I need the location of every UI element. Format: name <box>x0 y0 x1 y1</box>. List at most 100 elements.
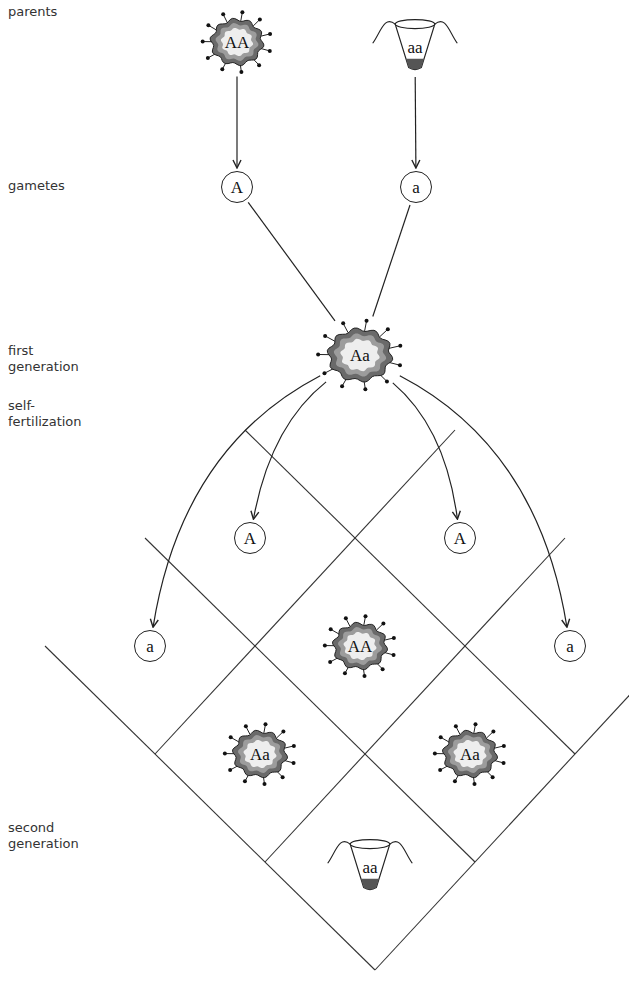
cup-shade <box>361 879 379 890</box>
gamete-circle: A <box>234 522 266 554</box>
stage-label: gametes <box>8 178 98 194</box>
flower-center <box>454 740 487 768</box>
cup-shade <box>406 59 424 70</box>
flower-center <box>340 339 379 371</box>
flower-center <box>244 740 277 768</box>
descent-arrow <box>415 77 417 167</box>
stage-label: first generation <box>8 343 98 374</box>
genotype-text: aa <box>362 859 377 876</box>
flower-shade <box>334 333 386 376</box>
tendril <box>328 842 351 864</box>
cup-body <box>395 24 435 69</box>
antenna-dot <box>341 321 345 325</box>
genotype-text: a <box>566 638 574 655</box>
genotype-text: aa <box>407 39 422 56</box>
gamete-circle: a <box>554 630 586 662</box>
antenna-dot <box>344 616 348 620</box>
organism-flower <box>433 722 506 786</box>
antenna-dot <box>328 660 332 664</box>
fusion-line <box>373 205 410 317</box>
descent-arrow <box>254 382 327 518</box>
antenna-dot <box>439 735 443 739</box>
antenna-dot <box>229 735 233 739</box>
antenna-dot <box>281 775 285 779</box>
genotype-text: A <box>231 179 243 196</box>
antenna-dot <box>381 621 385 625</box>
flower-organism: Aa <box>310 315 410 395</box>
antenna-dot <box>433 752 437 756</box>
antenna-dot <box>268 32 272 36</box>
antenna-dot <box>221 12 225 16</box>
antenna-dot <box>363 674 367 678</box>
antenna-dot <box>322 371 326 375</box>
antenna-dot <box>453 779 457 783</box>
antenna-dot <box>363 387 367 391</box>
genotype-text: A <box>454 530 466 547</box>
stage-label: second generation <box>8 820 98 851</box>
antenna-dot <box>340 384 344 388</box>
genotype-text: Aa <box>460 746 480 763</box>
antenna-dot <box>323 644 327 648</box>
gamete-circle: A <box>444 522 476 554</box>
antenna-dot <box>281 729 285 733</box>
gamete-circle: A <box>221 171 253 203</box>
flower-center <box>344 632 377 660</box>
stage-label: parents <box>8 4 98 20</box>
antenna-dot <box>243 779 247 783</box>
flower-organism: AA <box>196 7 278 77</box>
genotype-text: a <box>146 638 154 655</box>
antenna-dot <box>240 10 244 14</box>
tendril <box>435 22 458 44</box>
antenna-dot <box>268 49 272 53</box>
antenna-dot <box>343 671 347 675</box>
antenna-dot <box>329 627 333 631</box>
genotype-text: Aa <box>250 746 270 763</box>
grid-line <box>45 646 375 970</box>
flower-body <box>210 18 264 65</box>
tendril <box>373 22 396 44</box>
flower-body <box>333 622 388 669</box>
antenna-dot <box>392 653 396 657</box>
antenna-dot <box>239 70 243 74</box>
antenna-dot <box>381 667 385 671</box>
flower-center <box>221 28 253 56</box>
antenna-dot <box>257 63 261 67</box>
descent-arrow <box>400 376 567 627</box>
antenna-dot <box>292 761 296 765</box>
antenna-dot <box>491 775 495 779</box>
genotype-text: Aa <box>350 347 370 364</box>
antenna-dot <box>398 344 402 348</box>
flower-organism: AA <box>318 611 402 681</box>
flower-shade <box>338 627 382 665</box>
organism-cup <box>373 20 458 70</box>
antenna-dot <box>385 379 389 383</box>
flower-organism: Aa <box>428 719 512 789</box>
organism-flower <box>201 10 272 74</box>
flower-shade <box>448 735 492 773</box>
flower-shade <box>216 23 259 61</box>
antenna-dot <box>454 724 458 728</box>
grid-line <box>245 430 575 754</box>
flower-shade <box>238 735 282 773</box>
antenna-dot <box>502 744 506 748</box>
antenna-dot <box>398 363 402 367</box>
stage-label: self-fertilization <box>8 398 100 429</box>
antenna-dot <box>473 782 477 786</box>
grid-line <box>375 646 629 970</box>
flower-body <box>443 730 498 777</box>
fusion-line <box>248 202 335 321</box>
organism-flower <box>323 614 396 678</box>
antenna-dot <box>220 67 224 71</box>
gamete-circle: a <box>400 171 432 203</box>
descent-arrow <box>153 376 320 627</box>
descent-arrow <box>236 77 237 168</box>
genotype-text: a <box>412 179 420 196</box>
organism-flower <box>223 722 296 786</box>
genotype-text: AA <box>225 34 250 51</box>
antenna-dot <box>316 353 320 357</box>
antenna-dot <box>263 782 267 786</box>
antenna-dot <box>228 768 232 772</box>
organism-cup <box>328 840 413 890</box>
gamete-circle: a <box>134 630 166 662</box>
